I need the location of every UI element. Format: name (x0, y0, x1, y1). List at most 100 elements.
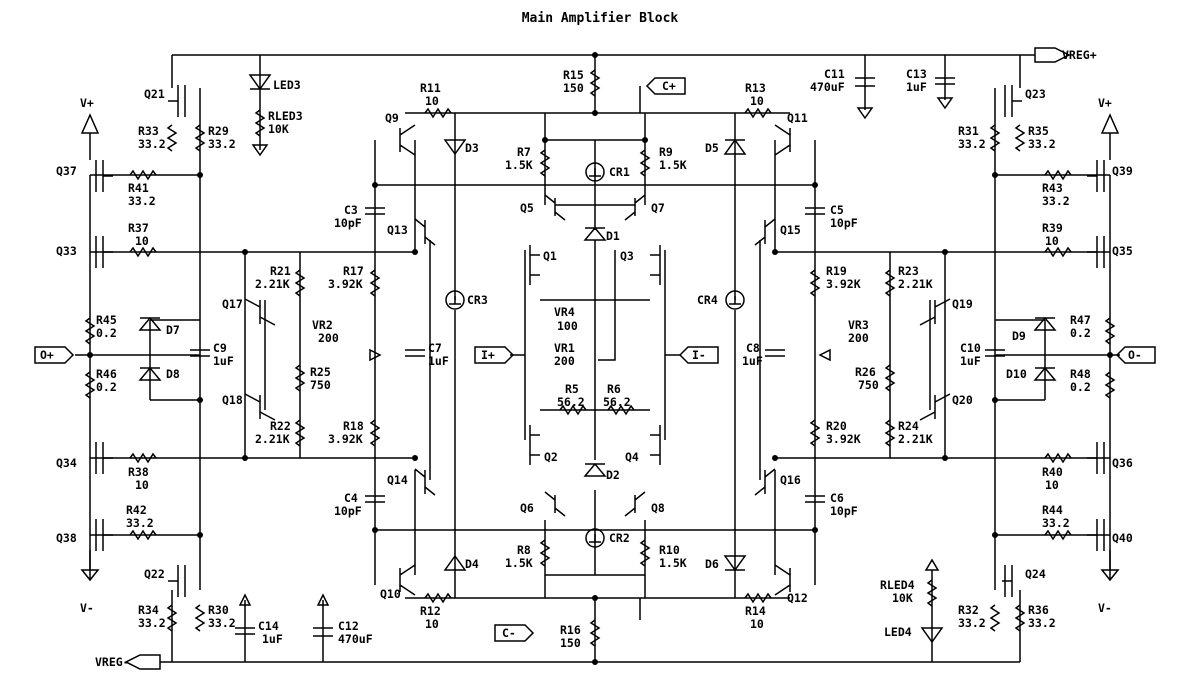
label-components-r21-1: 2.21K (255, 277, 290, 291)
label-labels-cr4: CR4 (697, 293, 718, 307)
label-components-r39-1: 10 (1045, 234, 1059, 248)
label-labels-q20: Q20 (952, 393, 973, 407)
label-labels-q15: Q15 (780, 223, 801, 237)
label-components-r12-1: 10 (425, 617, 439, 631)
label-components-c8-0: C8 (746, 341, 760, 355)
label-components-c11-1: 470uF (810, 80, 845, 94)
label-labels-q6: Q6 (520, 501, 534, 515)
label-components-r38-0: R38 (128, 465, 149, 479)
label-components-vr1-1: 200 (554, 354, 575, 368)
label-components-r8-0: R8 (517, 543, 531, 557)
label-components-r46-1: 0.2 (96, 380, 117, 394)
label-components-r48-1: 0.2 (1070, 380, 1091, 394)
device-labels: Q1 Q2 Q3 Q4 Q5 Q6 Q7 Q8 Q9 Q10 Q11 Q12 Q… (56, 78, 1133, 639)
label-components-r42-0: R42 (126, 503, 147, 517)
label-components-c7-1: 1uF (428, 354, 449, 368)
label-labels-q19: Q19 (952, 297, 973, 311)
label-components-r42-1: 33.2 (126, 516, 154, 530)
label-labels-q12: Q12 (787, 591, 808, 605)
label-labels-q2: Q2 (544, 450, 558, 464)
label-components-r5-1: 56.2 (557, 395, 585, 409)
label-components-r47-0: R47 (1070, 313, 1091, 327)
label-labels-d1: D1 (606, 229, 620, 243)
label-components-r24-0: R24 (898, 419, 919, 433)
led-ground-symbols (238, 74, 954, 644)
port-vreg-pos: VREG+ (1062, 48, 1097, 62)
label-labels-q7: Q7 (651, 201, 665, 215)
label-components-r35-1: 33.2 (1028, 137, 1056, 151)
label-labels-q22: Q22 (144, 567, 165, 581)
label-labels-q3: Q3 (620, 249, 634, 263)
label-components-r41-1: 33.2 (128, 194, 156, 208)
label-components-r8-1: 1.5K (505, 556, 533, 570)
port-labels: VREG+ VREG- C+ C- I+ I- O+ O- V+ V- V+ V… (40, 48, 1142, 669)
label-components-r46-0: R46 (96, 367, 117, 381)
label-labels-q36: Q36 (1112, 456, 1133, 470)
label-labels-q5: Q5 (520, 201, 534, 215)
label-components-rled4-1: 10K (892, 591, 913, 605)
label-labels-q21: Q21 (144, 87, 165, 101)
label-labels-q4: Q4 (625, 450, 639, 464)
label-labels-q39: Q39 (1112, 164, 1133, 178)
label-components-r45-0: R45 (96, 313, 117, 327)
label-components-r47-1: 0.2 (1070, 326, 1091, 340)
diode-symbols (138, 138, 1057, 572)
label-components-c4-0: C4 (344, 491, 358, 505)
label-components-vr1-0: VR1 (554, 341, 575, 355)
label-labels-q33: Q33 (56, 244, 77, 258)
label-components-r13-1: 10 (750, 94, 764, 108)
label-components-rled3-1: 10K (268, 122, 289, 136)
label-labels-q37: Q37 (56, 164, 77, 178)
label-labels-q11: Q11 (787, 111, 808, 125)
label-components-r14-1: 10 (750, 617, 764, 631)
label-components-r11-1: 10 (425, 94, 439, 108)
label-components-r41-0: R41 (128, 181, 149, 195)
port-o-neg: O- (1128, 348, 1142, 362)
label-components-r18-0: R18 (343, 419, 364, 433)
label-components-r43-1: 33.2 (1042, 194, 1070, 208)
rail-v-plus-left: V+ (80, 96, 94, 110)
label-components-r9-0: R9 (659, 145, 673, 159)
label-components-r18-1: 3.92K (328, 432, 363, 446)
label-components-r16-0: R16 (560, 623, 581, 637)
port-i-neg: I- (692, 348, 706, 362)
label-components-r10-0: R10 (659, 543, 680, 557)
label-components-r39-0: R39 (1042, 221, 1063, 235)
label-labels-led3: LED3 (273, 78, 301, 92)
label-labels-d8: D8 (166, 367, 180, 381)
label-labels-q10: Q10 (380, 587, 401, 601)
label-components-r14-0: R14 (745, 604, 766, 618)
label-labels-q24: Q24 (1025, 567, 1046, 581)
label-components-c3-1: 10pF (334, 216, 362, 230)
label-components-c14-1: 1uF (262, 632, 283, 646)
label-components-r36-1: 33.2 (1028, 616, 1056, 630)
label-labels-d4: D4 (465, 557, 479, 571)
label-components-vr3-0: VR3 (848, 318, 869, 332)
label-components-c8-1: 1uF (742, 354, 763, 368)
label-components-r30-0: R30 (208, 603, 229, 617)
label-components-c12-1: 470uF (338, 632, 373, 646)
label-components-vr4-1: 100 (557, 319, 578, 333)
label-components-r31-1: 33.2 (958, 137, 986, 151)
label-labels-q35: Q35 (1112, 244, 1133, 258)
label-components-r5-0: R5 (565, 382, 579, 396)
rail-v-minus-left: V- (80, 601, 94, 615)
label-components-r30-1: 33.2 (208, 616, 236, 630)
label-components-c5-0: C5 (830, 203, 844, 217)
current-source-symbols (445, 162, 745, 548)
label-components-rled3-0: RLED3 (268, 109, 303, 123)
supply-arrows (80, 113, 1120, 582)
label-components-r20-1: 3.92K (826, 432, 861, 446)
label-components-r17-0: R17 (343, 264, 364, 278)
label-components-r32-0: R32 (958, 603, 979, 617)
resistor-symbols (84, 69, 1116, 647)
label-components-r23-1: 2.21K (898, 277, 933, 291)
label-labels-d9: D9 (1012, 329, 1026, 343)
label-components-r25-0: R25 (310, 365, 331, 379)
label-labels-d7: D7 (166, 323, 180, 337)
label-components-vr4-0: VR4 (554, 305, 575, 319)
label-components-r15-1: 150 (563, 81, 584, 95)
label-labels-cr3: CR3 (467, 293, 488, 307)
label-components-r23-0: R23 (898, 264, 919, 278)
label-components-r12-0: R12 (420, 604, 441, 618)
